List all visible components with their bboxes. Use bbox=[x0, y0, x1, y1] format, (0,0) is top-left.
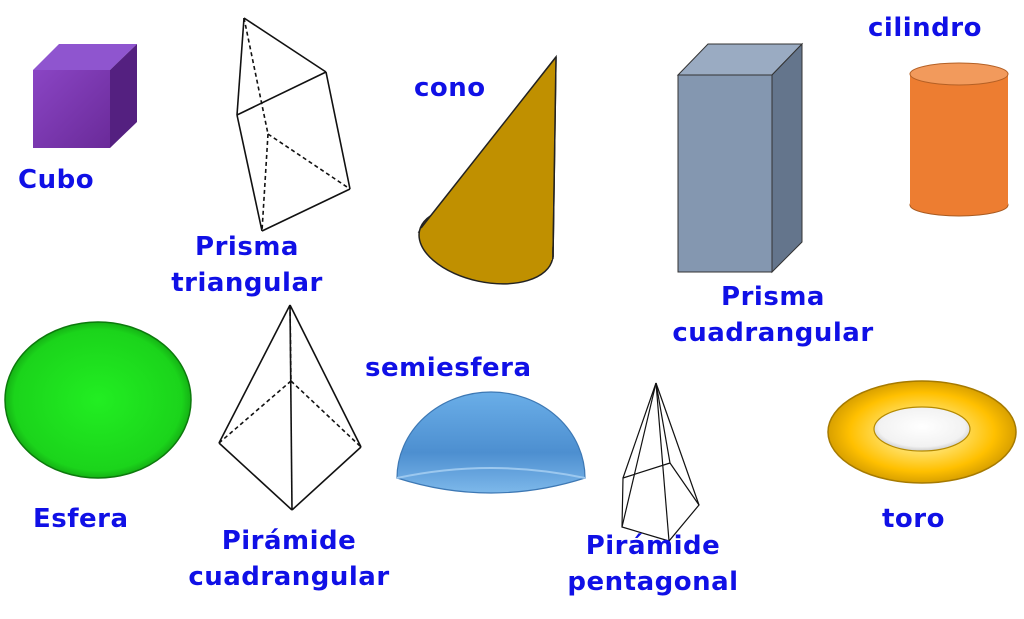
label-prisma-triangular: Prisma triangular bbox=[171, 232, 323, 298]
label-esfera: Esfera bbox=[33, 504, 129, 534]
pentagonal-pyramid-shape bbox=[621, 382, 700, 542]
label-piramide-pentagonal: Pirámide pentagonal bbox=[567, 531, 739, 597]
label-cilindro: cilindro bbox=[868, 13, 982, 43]
label-semiesfera: semiesfera bbox=[365, 353, 532, 383]
torus-shape bbox=[827, 380, 1017, 484]
cone-shape bbox=[417, 54, 557, 285]
label-toro: toro bbox=[882, 504, 945, 534]
triangular-prism-shape bbox=[236, 17, 351, 232]
label-prisma-cuadrangular: Prisma cuadrangular bbox=[672, 282, 874, 348]
label-piramide-cuadrangular: Pirámide cuadrangular bbox=[188, 526, 390, 592]
sphere-shape bbox=[4, 321, 192, 479]
label-cono: cono bbox=[414, 73, 486, 103]
label-cubo: Cubo bbox=[18, 165, 95, 195]
cylinder-shape bbox=[909, 62, 1009, 217]
cube-shape bbox=[33, 44, 137, 148]
square-pyramid-shape bbox=[218, 304, 362, 511]
square-prism-shape bbox=[676, 42, 804, 274]
hemisphere-shape bbox=[396, 391, 586, 494]
